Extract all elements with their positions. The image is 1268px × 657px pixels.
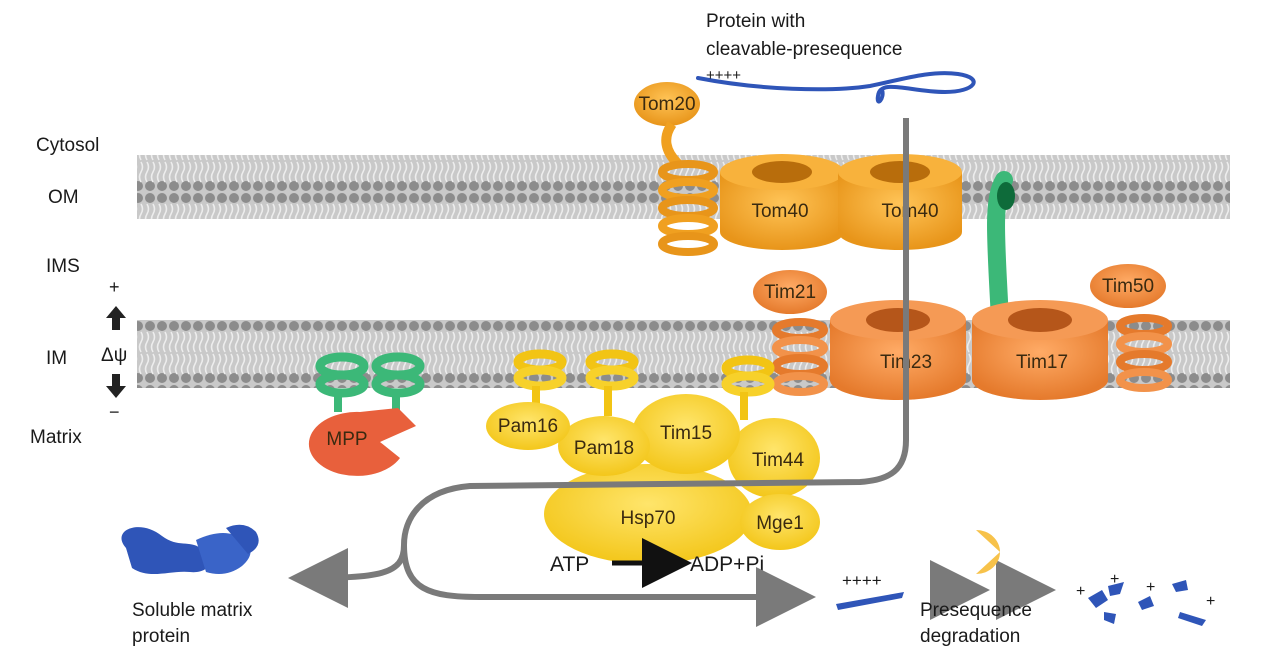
tim15-label: Tim15 — [660, 423, 712, 444]
green-linker-head — [997, 182, 1015, 210]
potential-minus: − — [109, 402, 120, 422]
svg-text:+: + — [1146, 579, 1155, 596]
tim21 — [753, 270, 827, 314]
presequence-protease-icon — [976, 530, 1000, 574]
label-im: IM — [46, 348, 67, 369]
label-ims: IMS — [46, 256, 80, 277]
precursor-charges: ++++ — [706, 67, 741, 84]
tom20-helix-coil — [658, 160, 718, 256]
mpp — [308, 408, 416, 476]
tom40-label-1: Tom40 — [751, 201, 808, 222]
soluble-label-line2: protein — [132, 626, 190, 647]
tom20 — [634, 82, 700, 126]
tim21-label: Tim21 — [764, 282, 816, 303]
import-path — [288, 118, 909, 608]
label-cytosol: Cytosol — [36, 135, 99, 156]
tim15 — [632, 394, 740, 474]
tim50 — [1090, 264, 1166, 308]
tim17-label: Tim17 — [1016, 352, 1068, 373]
tim23-channel — [830, 300, 966, 400]
svg-text:+: + — [1110, 571, 1119, 588]
pam18 — [558, 416, 650, 476]
tim50-label: Tim50 — [1102, 276, 1154, 297]
tim44-label: Tim44 — [752, 450, 805, 471]
degradation-path — [401, 544, 816, 627]
pam16-label: Pam16 — [498, 416, 558, 437]
soluble-matrix-protein-icon — [121, 524, 259, 575]
hsp70-label: Hsp70 — [621, 508, 676, 529]
mge1 — [740, 494, 820, 550]
hsp70 — [544, 464, 752, 564]
tim50-helix-coil — [1116, 314, 1172, 392]
tom40-channel-1 — [720, 154, 844, 250]
presequence-charges: ++++ — [842, 571, 882, 590]
mpp-anchors — [315, 352, 425, 412]
down-arrow-icon — [106, 374, 126, 398]
atp-label: ATP — [550, 553, 589, 576]
up-arrow-icon — [106, 306, 126, 330]
degradation-label-line2: degradation — [920, 626, 1020, 647]
label-matrix: Matrix — [30, 427, 82, 448]
potential-plus: + — [109, 277, 120, 297]
label-om: OM — [48, 187, 79, 208]
tim17-channel — [972, 300, 1108, 400]
precursor-protein — [696, 71, 976, 104]
precursor-title-line2: cleavable-presequence — [706, 39, 902, 60]
mge1-label: Mge1 — [756, 513, 804, 534]
svg-text:+: + — [1076, 583, 1085, 600]
tom20-stalk — [661, 121, 682, 168]
adp-label: ADP+Pi — [690, 553, 764, 576]
potential-delta-psi: Δψ — [101, 345, 127, 366]
pam16 — [486, 402, 570, 450]
degradation-label-line1: Presequence — [920, 600, 1032, 621]
tim21-helix-coil — [772, 318, 828, 396]
mpp-label: MPP — [326, 429, 367, 450]
soluble-label-line1: Soluble matrix — [132, 600, 253, 621]
tom40-label-2: Tom40 — [881, 201, 938, 222]
tom20-label: Tom20 — [638, 94, 695, 115]
tim44 — [728, 418, 820, 498]
svg-text:+: + — [1206, 593, 1215, 610]
precursor-title-line1: Protein with — [706, 11, 805, 32]
presequence-fragment — [836, 592, 904, 610]
tom40-channel-2 — [838, 154, 962, 250]
pam18-label: Pam18 — [574, 438, 634, 459]
degraded-fragments: + + + + — [1076, 571, 1215, 626]
